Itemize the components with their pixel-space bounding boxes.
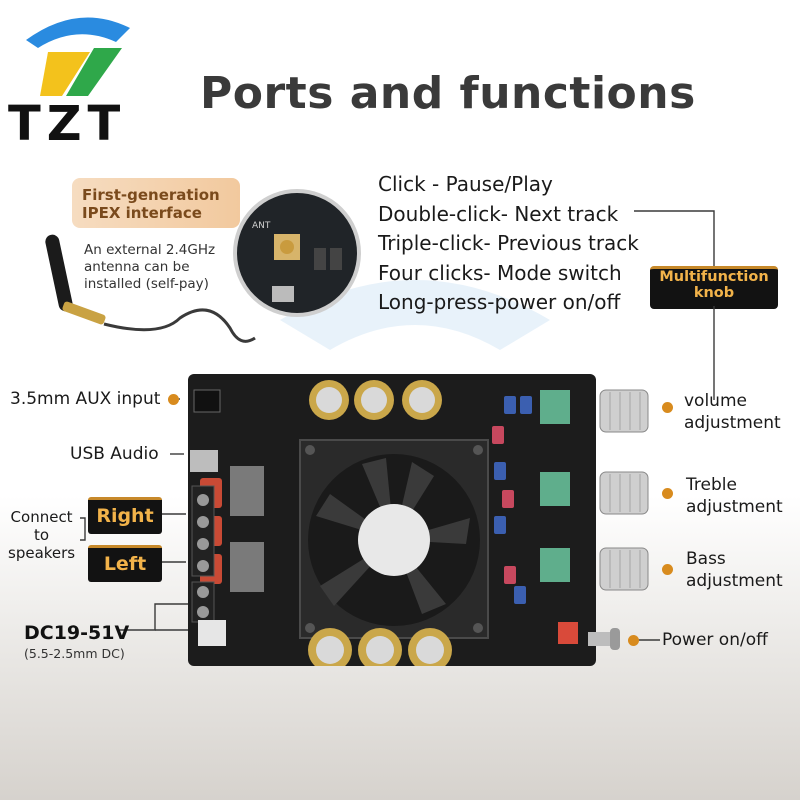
action-long-press: Long-press-power on/off xyxy=(378,290,621,314)
dc-voltage-label: DC19-51V xyxy=(24,622,130,644)
ipex-title-line2: IPEX interface xyxy=(82,204,202,222)
multifunction-label: Multifunction knob xyxy=(650,269,778,301)
aux-marker-dot xyxy=(168,394,179,405)
treble-marker-dot xyxy=(662,488,673,499)
multifunction-label-line1: Multifunction xyxy=(659,269,769,285)
connect-line1: Connect xyxy=(10,508,73,526)
bass-marker-dot xyxy=(662,564,673,575)
multifunction-label-line2: knob xyxy=(693,285,735,301)
action-double-click: Double-click- Next track xyxy=(378,201,619,226)
volume-label: volume adjustment xyxy=(684,390,781,434)
ipex-title: First-generation IPEX interface xyxy=(82,186,220,222)
multifunction-actions: Click - Pause/Play Double-click- Next tr… xyxy=(378,170,639,318)
left-speaker-label: Left xyxy=(88,545,162,582)
brand-logo-text: TZT xyxy=(8,96,127,152)
ipex-sub-line3: installed (self-pay) xyxy=(84,276,209,292)
multifunction-label-box xyxy=(650,266,778,309)
connect-line2: to xyxy=(34,526,50,544)
volume-marker-dot xyxy=(662,402,673,413)
toggle-switch-icon xyxy=(588,628,620,650)
amplifier-board xyxy=(188,374,596,666)
connect-speakers-label: Connect to speakers xyxy=(8,508,75,562)
treble-line2: adjustment xyxy=(686,497,783,517)
bass-line1: Bass xyxy=(686,549,726,569)
bass-line2: adjustment xyxy=(686,571,783,591)
bass-label: Bass adjustment xyxy=(686,548,783,592)
volume-line1: volume xyxy=(684,391,747,411)
ipex-sub-line2: antenna can be xyxy=(84,259,190,275)
ipex-label-box xyxy=(72,178,240,228)
power-marker-dot xyxy=(628,635,639,646)
ipex-description: An external 2.4GHz antenna can be instal… xyxy=(84,242,215,293)
ipex-sub-line1: An external 2.4GHz xyxy=(84,242,216,258)
action-click: Click - Pause/Play xyxy=(378,172,553,196)
dc-jack-size-label: (5.5-2.5mm DC) xyxy=(24,646,125,661)
capacitor-icon xyxy=(309,380,442,420)
action-triple-click: Triple-click- Previous track xyxy=(378,231,639,255)
tzt-logo-icon xyxy=(26,17,130,96)
power-switch-label: Power on/off xyxy=(662,630,768,650)
treble-label: Treble adjustment xyxy=(686,474,783,518)
svg-text:ANT: ANT xyxy=(252,221,271,231)
aux-input-label: 3.5mm AUX input xyxy=(10,389,161,409)
action-four-clicks: Four clicks- Mode switch xyxy=(378,260,622,285)
volume-line2: adjustment xyxy=(684,413,781,433)
page-title: Ports and functions xyxy=(200,68,696,119)
ipex-title-line1: First-generation xyxy=(82,186,220,204)
right-speaker-label: Right xyxy=(88,497,162,534)
treble-line1: Treble xyxy=(686,475,737,495)
ipex-zoom-inset: ANT xyxy=(233,189,361,317)
antenna-icon xyxy=(45,234,256,343)
connect-line3: speakers xyxy=(8,544,76,562)
knob-icon xyxy=(599,389,649,591)
usb-audio-label: USB Audio xyxy=(70,444,159,464)
